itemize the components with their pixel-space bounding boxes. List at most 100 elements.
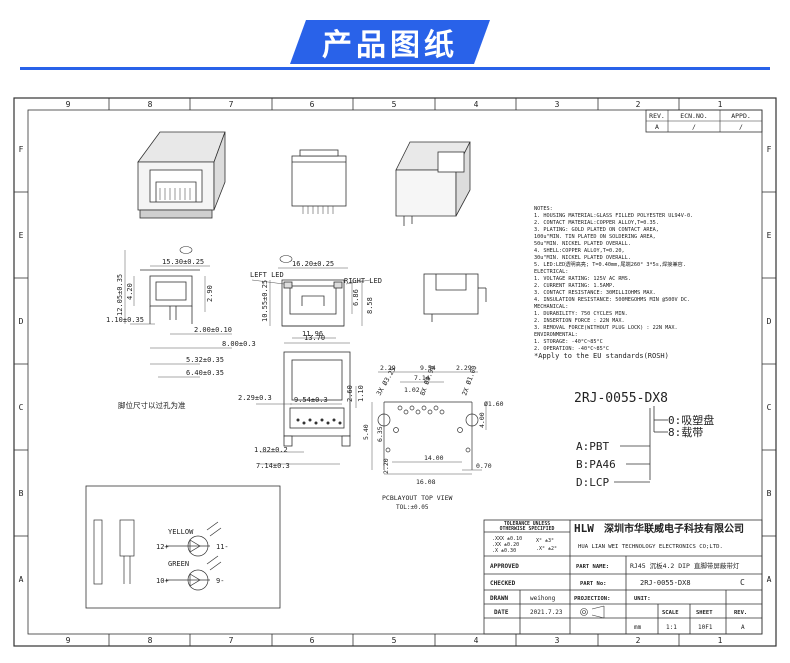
col-label-bottom: 1 bbox=[718, 636, 723, 645]
outer-frame bbox=[13, 97, 777, 647]
banner: 产品图纸 bbox=[0, 0, 790, 80]
rev-value: A bbox=[655, 123, 659, 131]
tolerance-subtitle: OTHERWISE SPECIFIED bbox=[500, 526, 555, 532]
sheet-size: C bbox=[740, 578, 745, 587]
engineering-drawing: 9 8 7 6 5 4 3 2 1 9 8 7 6 5 4 3 2 1 F E … bbox=[13, 97, 777, 647]
part-code: 2RJ-0055-DX8 bbox=[574, 391, 668, 406]
dim-1-02: 1.02±0.2 bbox=[254, 446, 288, 454]
material-d: D:LCP bbox=[576, 476, 609, 489]
material-a: A:PBT bbox=[576, 440, 609, 453]
date-value: 2021.7.23 bbox=[530, 609, 563, 616]
revision-table: REV. ECN.NO. APPD. A / / bbox=[645, 109, 763, 133]
tolerance-xx: .XX ±0.20 bbox=[492, 542, 519, 548]
banner-underline bbox=[20, 67, 770, 70]
option-8: 8:载带 bbox=[668, 426, 703, 439]
col-label-top: 3 bbox=[555, 100, 560, 109]
bottom-view bbox=[283, 351, 351, 447]
dim-15-30: 15.30±0.25 bbox=[162, 258, 204, 266]
dim-16-20: 16.20±0.25 bbox=[292, 260, 334, 268]
dim-14-00: 14.00 bbox=[424, 454, 444, 462]
appd-header: APPD. bbox=[731, 112, 751, 120]
note-line: 3. PLATING: GOLD PLATED ON CONTACT AREA, bbox=[534, 227, 659, 233]
rev-header: REV. bbox=[649, 112, 665, 120]
scale-value: 1:1 bbox=[666, 624, 677, 631]
part-name: RJ45 沉板4.2 DIP 直脚带屏蔽带灯 bbox=[630, 561, 740, 570]
dim-9-54-tol: 9.54±0.3 bbox=[294, 396, 328, 404]
dim-8-58: 8.58 bbox=[366, 297, 374, 314]
pin-12: 12+ bbox=[156, 543, 169, 551]
note-line: 3. REMOVAL FORCE(WITHOUT PLUG LOCK) : 22… bbox=[534, 325, 678, 331]
inner-frame bbox=[27, 109, 763, 635]
part-no: 2RJ-0055-DX8 bbox=[640, 579, 691, 587]
col-label-top: 4 bbox=[474, 100, 479, 109]
material-b: B:PA46 bbox=[576, 458, 616, 471]
company-name-cn: 深圳市华联威电子科技有限公司 bbox=[604, 522, 744, 535]
led-front-dims-text: 16.20±0.25 LEFT LED RIGHT LED 10.55±0.25… bbox=[250, 255, 382, 338]
note-line: 50u"MIN. NICKEL PLATED OVERALL. bbox=[534, 241, 631, 247]
row-label-right: A bbox=[767, 575, 772, 584]
pin-10: 10+ bbox=[156, 577, 169, 585]
dim-7-14: 7.14 bbox=[414, 374, 430, 382]
dim-10-55: 10.55±0.25 bbox=[261, 280, 269, 322]
note-line: 5. LED:LED透明高亮; T=0.40mm,尾端260° 3*5s,焊接兼… bbox=[534, 260, 686, 268]
note-line: 3. CONTACT RESISTANCE: 30MILLIOHMS MAX. bbox=[534, 290, 656, 296]
angle-xx: .X° ±2° bbox=[536, 546, 557, 552]
right-led-label: RIGHT LED bbox=[344, 277, 382, 285]
projection-symbol-icon bbox=[580, 605, 605, 619]
pcb-layout-title: PCBLAYOUT TOP VIEW bbox=[382, 494, 453, 502]
note-line: 1. HOUSING MATERIAL:GLASS FILLED POLYEST… bbox=[534, 213, 693, 219]
title-block bbox=[483, 519, 763, 635]
tolerance-xxx: .XXX ±0.10 bbox=[492, 536, 522, 542]
col-label-top: 9 bbox=[66, 100, 71, 109]
pcb-dim-lines bbox=[371, 371, 487, 475]
col-label-bottom: 9 bbox=[66, 636, 71, 645]
part-code-block: 2RJ-0055-DX8 0:吸塑盘 8:载带 A:PBT B:PA46 D:L… bbox=[574, 391, 714, 489]
dim-2-29-left: 2.29 bbox=[380, 364, 396, 372]
row-label-left: C bbox=[19, 403, 24, 412]
row-label-right: B bbox=[767, 489, 772, 498]
pcb-dims-text: 2.29 9.54 2.29 7.14 1.02 3X Ø3.25 8X Ø0.… bbox=[362, 364, 504, 511]
dim-4-00: 4.00 bbox=[478, 412, 486, 428]
dim-8-00: 8.00±0.3 bbox=[222, 340, 256, 348]
note-line: NOTES: bbox=[534, 206, 553, 212]
dim-12-05: 12.05±0.35 bbox=[116, 274, 124, 316]
drawn-by: weihong bbox=[530, 595, 556, 602]
company-logo: HLW bbox=[574, 522, 594, 535]
note-line: 1. STORAGE: -40°C~85°C bbox=[534, 339, 603, 345]
dim-13-70: 13.70 bbox=[304, 334, 325, 342]
unit-label: UNIT: bbox=[634, 596, 651, 602]
dim-5-40: 5.40 bbox=[362, 424, 370, 440]
sheet-value: 10F1 bbox=[698, 624, 713, 631]
led-schematic: YELLOW 12+ 11- GREEN 10+ 9- bbox=[85, 485, 281, 609]
rev-value: A bbox=[741, 624, 745, 631]
tolerance-title: TOLERANCE UNLESS bbox=[504, 521, 550, 527]
front-view-dims-text: 15.30±0.25 4.20 12.05±0.35 2.90 1.10±0.3… bbox=[106, 246, 256, 377]
dim-6-86: 6.86 bbox=[352, 289, 360, 306]
appd-value: / bbox=[739, 123, 743, 131]
row-label-right: C bbox=[767, 403, 772, 412]
drawn-label: DRAWN bbox=[490, 595, 508, 602]
dim-1-60: Ø1.60 bbox=[484, 400, 504, 408]
row-label-left: B bbox=[19, 489, 24, 498]
led-front-dim-lines bbox=[251, 267, 371, 339]
connector-iso-back bbox=[395, 141, 471, 226]
note-line: ELECTRICAL: bbox=[534, 269, 568, 275]
col-label-bottom: 3 bbox=[555, 636, 560, 645]
col-label-top: 7 bbox=[229, 100, 234, 109]
dim-1-10-b: 1.10 bbox=[357, 385, 365, 402]
dim-2-29-right: 2.29 bbox=[456, 364, 472, 372]
note-line: 100u"MIN. TIN PLATED ON SOLDERING AREA, bbox=[534, 234, 656, 240]
connector-front-small bbox=[291, 149, 347, 214]
col-label-top: 5 bbox=[392, 100, 397, 109]
approved-label: APPROVED bbox=[490, 563, 519, 570]
col-label-bottom: 6 bbox=[310, 636, 315, 645]
unit-value: mm bbox=[634, 624, 642, 631]
note-line: 2. INSERTION FORCE : 22N MAX. bbox=[534, 318, 625, 324]
title-block-text: TOLERANCE UNLESS OTHERWISE SPECIFIED .XX… bbox=[490, 521, 747, 631]
dim-6-40: 6.40±0.35 bbox=[186, 369, 224, 377]
col-label-bottom: 4 bbox=[474, 636, 479, 645]
dim-9-54: 9.54 bbox=[420, 364, 436, 372]
dim-16-08: 16.08 bbox=[416, 478, 436, 486]
option-0: 0:吸塑盘 bbox=[668, 413, 714, 427]
ecn-header: ECN.NO. bbox=[680, 112, 707, 120]
